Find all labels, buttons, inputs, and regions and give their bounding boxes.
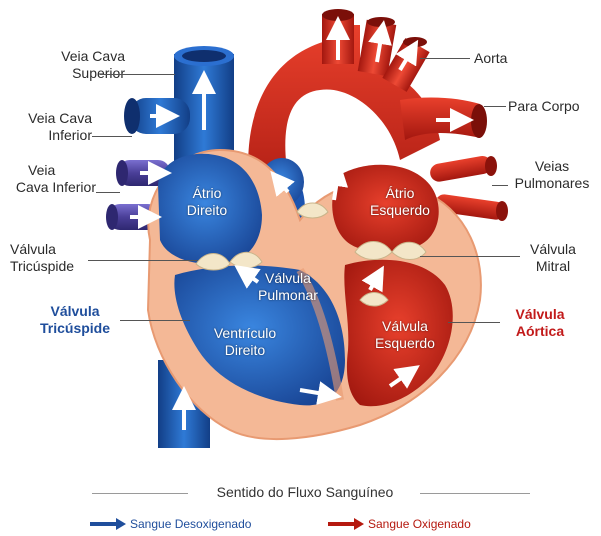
legend-blue-label: Sangue Desoxigenado [130,517,251,531]
label-line: Válvula [500,306,580,323]
leader-line [420,58,470,59]
label-line: Pulmonares [506,175,598,192]
leader-line [484,106,506,107]
label-veias-pulmonares: Veias Pulmonares [506,158,598,192]
label-line: Átrio [360,185,440,202]
label-valvula-aortica: Válvula Aórtica [500,306,580,340]
label-atrio-esquerdo: Átrio Esquerdo [360,185,440,219]
label-line: Veia [6,162,96,179]
divider-left [92,493,188,494]
label-aorta: Aorta [474,50,507,67]
label-line: Válvula [30,303,120,320]
label-line: Mitral [518,258,588,275]
legend-red-arrow-icon [326,517,366,531]
label-line: Válvula [360,318,450,335]
leader-line [120,320,190,321]
leader-line [88,260,198,261]
leader-line [96,192,120,193]
footer-title: Sentido do Fluxo Sanguíneo [190,484,420,501]
label-line: Átrio [172,185,242,202]
label-valvula-tricuspide-1: Válvula Tricúspide [10,241,110,275]
legend-red-label: Sangue Oxigenado [368,517,471,531]
label-valvula-mitral: Válvula Mitral [518,241,588,275]
label-veia-cava-superior: Veia Cava Superior [20,48,125,82]
label-line: Veias [506,158,598,175]
label-para-corpo: Para Corpo [508,98,580,115]
label-line: Esquerdo [360,335,450,352]
label-line: Aórtica [500,323,580,340]
label-line: Esquerdo [360,202,440,219]
label-line: Válvula [248,270,328,287]
label-valvula-esquerdo: Válvula Esquerdo [360,318,450,352]
leader-line [420,256,520,257]
label-line: Pulmonar [248,287,328,304]
label-line: Veia Cava [20,48,125,65]
label-atrio-direito: Átrio Direito [172,185,242,219]
label-line: Ventrículo [200,325,290,342]
label-line: Tricúspide [30,320,120,337]
divider-right [420,493,530,494]
label-line: Veia Cava [20,110,92,127]
label-veia-cava-inferior-1: Veia Cava Inferior [20,110,92,144]
label-valvula-tricuspide-2: Válvula Tricúspide [30,303,120,337]
label-valvula-pulmonar: Válvula Pulmonar [248,270,328,304]
label-line: Inferior [20,127,92,144]
label-ventriculo-direito: Ventrículo Direito [200,325,290,359]
leader-line [92,136,132,137]
label-veia-cava-inferior-2: Veia Cava Inferior [6,162,96,196]
leader-line [100,74,175,75]
label-line: Direito [172,202,242,219]
label-line: Cava Inferior [6,179,96,196]
label-line: Válvula [518,241,588,258]
legend-blue-arrow-icon [88,517,128,531]
leader-line [448,322,500,323]
label-line: Direito [200,342,290,359]
label-line: Válvula [10,241,110,258]
leader-line [492,185,508,186]
